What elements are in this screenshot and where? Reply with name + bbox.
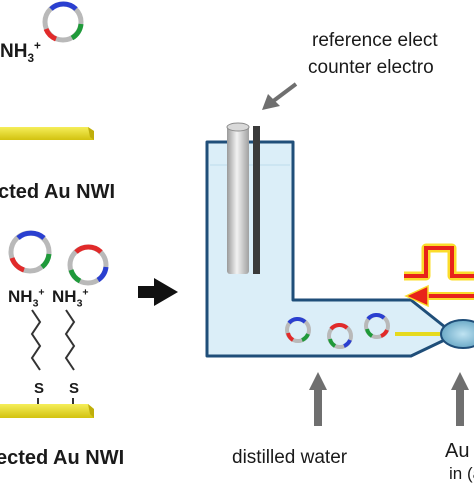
plasmid-ring-left xyxy=(8,230,52,274)
plasmid-ring-cell-1 xyxy=(285,317,311,343)
nanowire-pointer-arrow-icon xyxy=(451,372,469,426)
caption-modified-nanowire: ected Au NWI xyxy=(0,447,125,469)
nanowire-label-line2: in (a xyxy=(449,464,474,483)
electrode-pointer-arrow-icon xyxy=(262,82,298,110)
sulfur-label-2: S xyxy=(69,380,80,397)
electrochemical-cell xyxy=(205,140,457,358)
plasmid-ring-cell-2 xyxy=(327,323,353,349)
sulfur-label-1: S xyxy=(34,380,45,397)
reference-electrode-label: reference elect xyxy=(312,30,438,51)
amine-group-mid-label: NH3+ xyxy=(52,286,89,309)
plasmid-ring-right xyxy=(67,244,109,286)
voltage-pulse-icon xyxy=(404,243,474,281)
amine-text: NH3+ xyxy=(0,40,41,66)
gold-nanowire-bottom xyxy=(0,398,94,418)
reference-electrode-rod-icon xyxy=(226,122,250,274)
amine-group-top-label: NH3+ xyxy=(0,40,41,65)
amine-text: NH3+ xyxy=(8,286,45,310)
counter-electrode-label: counter electro xyxy=(308,57,434,78)
process-arrow-icon xyxy=(138,278,178,306)
nanowire-tip xyxy=(395,319,474,349)
amine-text: NH3+ xyxy=(52,286,89,310)
gold-nanowire-top xyxy=(0,127,94,140)
nanowire-label-line1: Au N xyxy=(445,440,474,462)
amine-group-left-label: NH3+ xyxy=(8,286,45,309)
linker-chain-2 xyxy=(64,309,76,371)
plasmid-ring-cell-3 xyxy=(364,313,390,339)
schematic-graphic xyxy=(0,1,474,426)
linker-chain-1 xyxy=(30,309,42,371)
counter-electrode-rod-icon xyxy=(253,126,260,274)
caption-unmodified-nanowire: cted Au NWI xyxy=(0,181,116,203)
water-pointer-arrow-icon xyxy=(309,372,327,426)
plasmid-ring-top xyxy=(42,1,84,43)
distilled-water-label: distilled water xyxy=(232,447,348,468)
pulse-direction-arrow-icon xyxy=(404,284,474,308)
